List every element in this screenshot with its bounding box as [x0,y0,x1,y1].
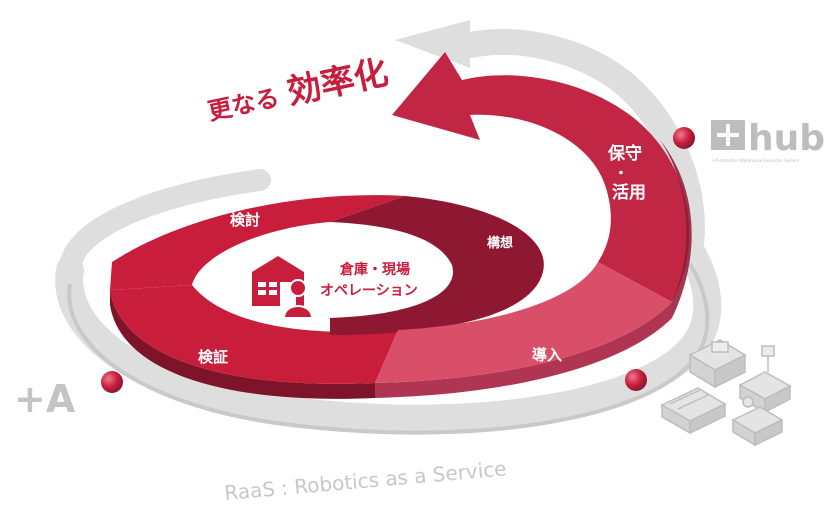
arrow-shadow [660,140,692,318]
segment-koso [330,196,544,335]
worker-icon [282,279,314,319]
label-kento: 検討 [230,211,260,229]
label-donyu: 導入 [532,346,562,364]
hub-logo-text: hub [748,118,825,159]
plus-a-logo-icon: +A [14,377,76,421]
segment-donyu [375,262,672,383]
marker-dot-top [673,127,695,149]
title-emphasis: 効率化 [284,52,392,112]
segment-kento [110,195,405,290]
raas-caption: RaaS : Robotics as a Service [223,456,507,505]
title-prefix: 更なる [205,84,281,126]
label-koso: 構想 [487,235,513,251]
label-hoshu: 保守 [607,143,642,164]
label-katsuyo: 活用 [612,182,646,203]
hub-logo-icon: hub +Automation Warehouse Execution Syst… [711,118,825,163]
label-hoshu-dot: ・ [614,166,628,182]
outer-grey-track [55,20,722,435]
plus-a-logo-text: +A [14,377,76,421]
segment-kensho [110,285,398,384]
marker-dot-right [625,369,647,391]
label-kensho: 検証 [198,348,228,366]
marker-dot-left [101,371,123,393]
hub-tagline: +Automation Warehouse Execution System [712,158,799,163]
center-label-line2: オペレーション [320,283,418,299]
ring-depth [110,290,672,399]
segment-hoshu-arrow [392,52,690,302]
robot-cluster-icon [660,339,792,447]
center-label-line1: 倉庫・現場 [339,261,410,278]
